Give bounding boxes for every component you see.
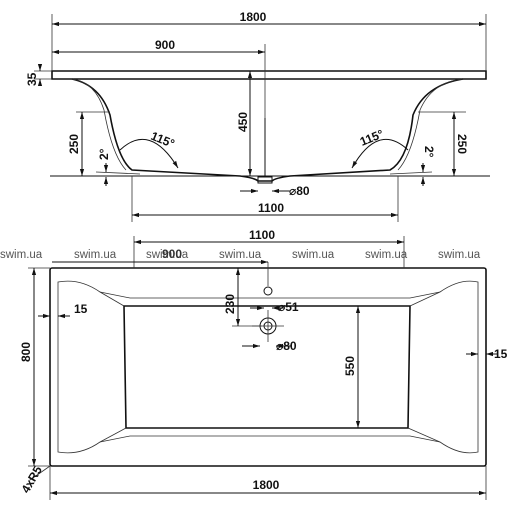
- top-total-width-label: 800: [19, 342, 33, 362]
- top-overflow-diameter-label: ⌀51: [278, 300, 299, 314]
- watermark: swim.ua: [219, 249, 262, 261]
- top-drain-diameter-label: ⌀80: [276, 339, 297, 353]
- side-depth-label: 450: [236, 112, 250, 132]
- top-drain-distance-label: 230: [223, 294, 237, 314]
- side-angle-left-label: 115°: [149, 129, 177, 151]
- top-total-length-label: 1800: [253, 478, 280, 492]
- side-wall-height-right-label: 250: [455, 134, 469, 154]
- side-drain: [257, 176, 273, 184]
- side-total-length-label: 1800: [240, 10, 267, 24]
- side-half-length-label: 900: [155, 38, 175, 52]
- watermark: swim.ua: [438, 249, 481, 261]
- side-rim-thickness-label: 35: [25, 72, 39, 86]
- side-tub-profile: [71, 78, 464, 182]
- side-angle-right-label: 115°: [358, 127, 386, 149]
- watermarks: swim.ua swim.ua swim.ua swim.ua swim.ua …: [0, 249, 481, 261]
- watermark: swim.ua: [365, 249, 408, 261]
- side-view: 1800 900 35 450 250 250 115° 115° 2°: [25, 10, 490, 222]
- top-bottom-length-label: 1100: [249, 228, 275, 242]
- top-corner-radius-label: 4xR5: [18, 463, 45, 495]
- side-inner-left: [71, 78, 127, 171]
- side-slope-left-label: 2°: [97, 148, 111, 160]
- top-rim-left-label: 15: [74, 302, 88, 316]
- watermark: swim.ua: [0, 249, 43, 261]
- top-drain-offset-label: 900: [162, 247, 182, 261]
- side-rim: [51, 70, 487, 80]
- watermark: swim.ua: [74, 249, 117, 261]
- top-bottom-rect: [123, 305, 411, 429]
- side-bottom-length-label: 1100: [258, 201, 284, 215]
- side-inner-right: [397, 78, 464, 171]
- top-view: 1100 900 230 ⌀51 ⌀80 800 550 15 15: [18, 228, 508, 500]
- top-overflow: [263, 286, 273, 296]
- watermark: swim.ua: [292, 249, 335, 261]
- top-rim-right-label: 15: [494, 347, 508, 361]
- side-drain-diameter-label: ⌀80: [289, 184, 310, 198]
- side-slope-right-label: 2°: [422, 146, 436, 158]
- watermark: swim.ua: [146, 249, 189, 261]
- side-angle-arc-right: [351, 138, 409, 169]
- top-bottom-width-label: 550: [343, 356, 357, 376]
- side-wall-height-left-label: 250: [67, 134, 81, 154]
- top-inner-edge: [57, 280, 479, 454]
- side-angle-arc-left: [119, 138, 179, 169]
